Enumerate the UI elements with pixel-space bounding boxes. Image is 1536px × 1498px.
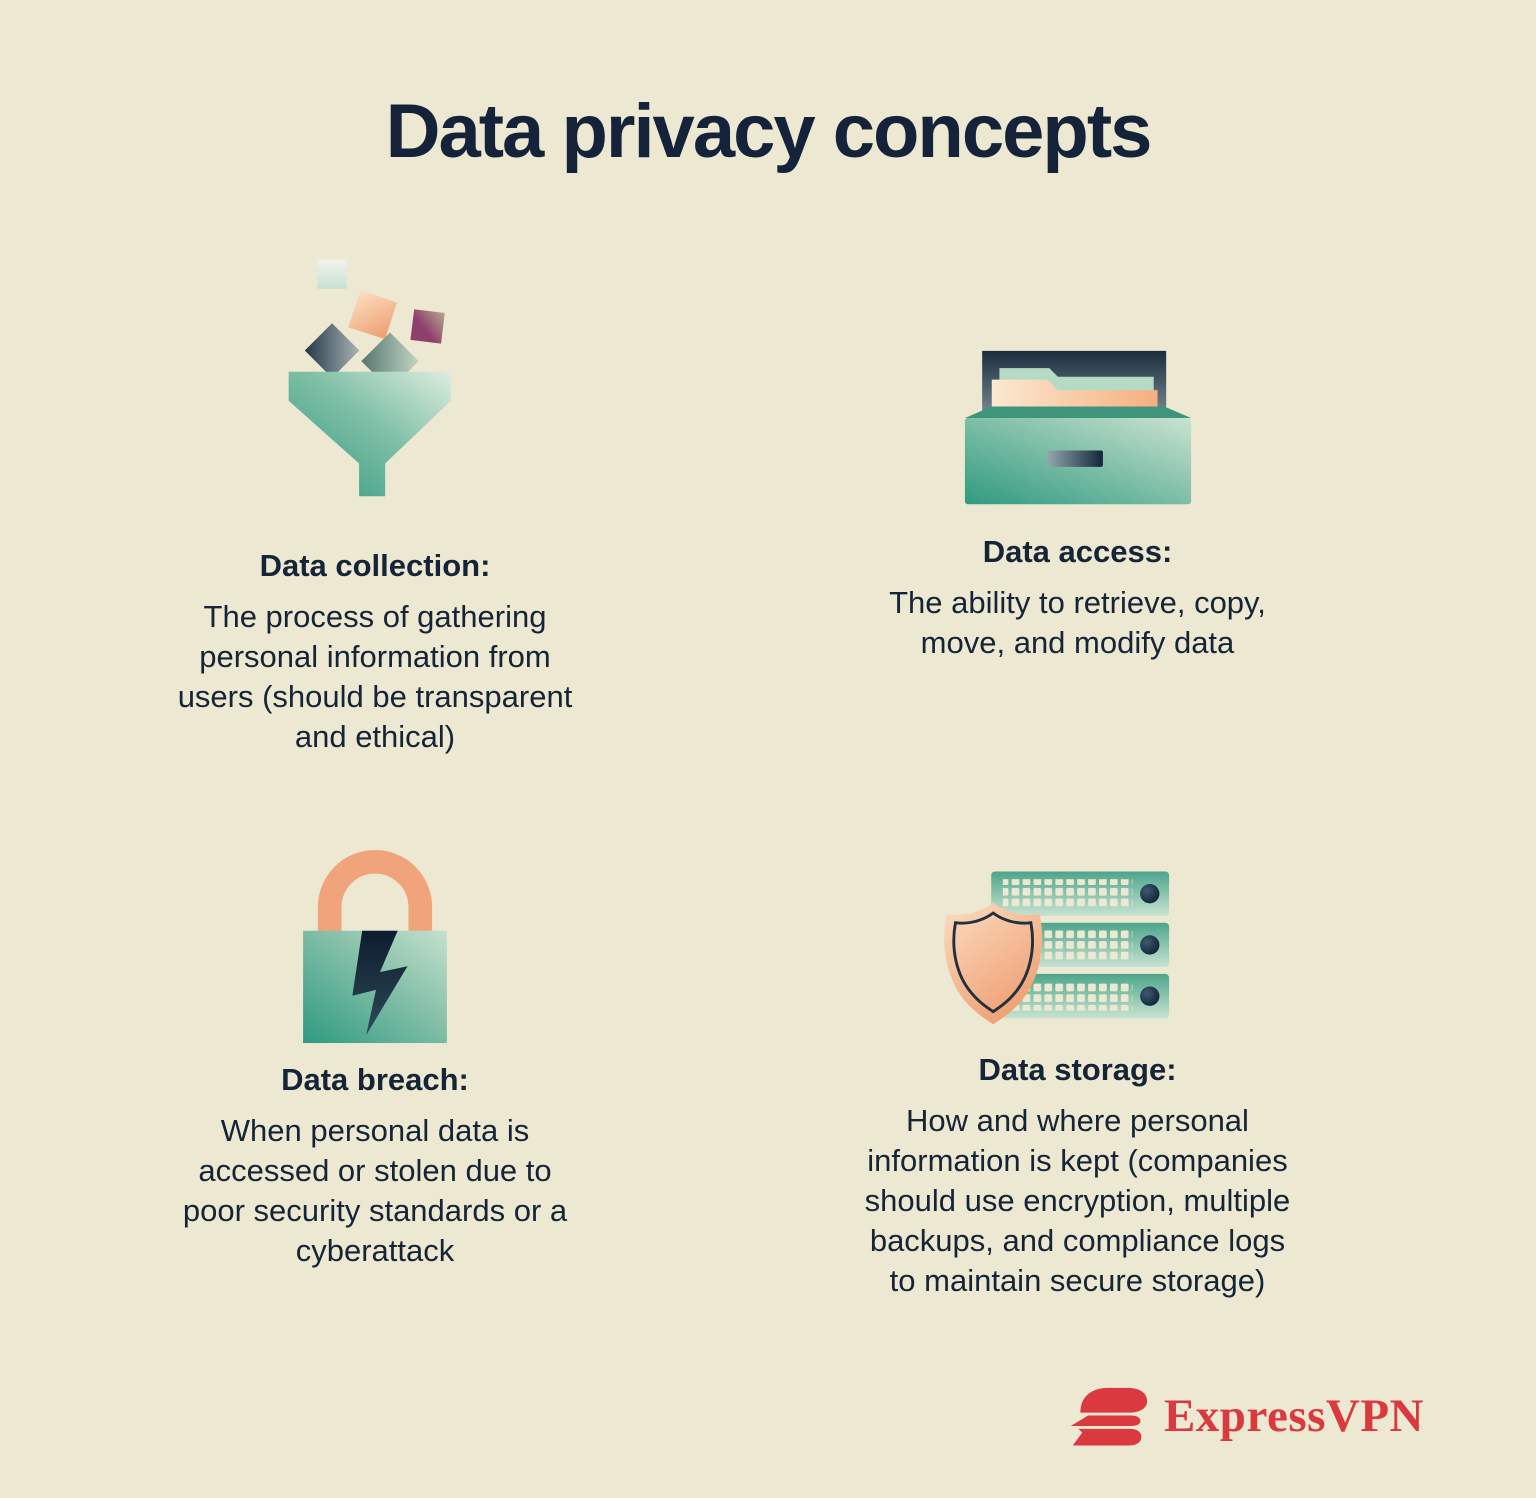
page-title: Data privacy concepts: [385, 89, 1153, 174]
concept-heading: Data breach:: [281, 1062, 469, 1097]
concept-data-collection: Data collection: The process of gatherin…: [85, 248, 665, 757]
brand-logo: ExpressVPN: [1067, 1383, 1424, 1448]
concept-data-access: Data access: The ability to retrieve, co…: [790, 248, 1365, 663]
file-drawer-icon: [964, 350, 1191, 505]
concept-description: How and where personal information is ke…: [864, 1103, 1291, 1298]
funnel-icon: [85, 248, 665, 538]
broken-padlock-icon: [303, 849, 447, 1044]
concept-description: When personal data is accessed or stolen…: [182, 1113, 568, 1268]
concept-heading: Data collection:: [259, 548, 491, 583]
funnel-icon: [288, 259, 451, 497]
file-drawer-icon: [790, 248, 1365, 524]
shield-servers-icon: [790, 838, 1365, 1042]
expressvpn-logo-icon: [1070, 1387, 1148, 1446]
concept-description: The process of gathering personal inform…: [177, 599, 573, 754]
concept-heading: Data storage:: [978, 1052, 1177, 1087]
concept-data-storage: Data storage: How and where personal inf…: [790, 838, 1365, 1301]
concept-data-breach: Data breach: When personal data is acces…: [85, 838, 665, 1271]
broken-padlock-icon: [85, 838, 665, 1052]
shield-servers-icon: [943, 871, 1169, 1025]
concept-description: The ability to retrieve, copy, move, and…: [889, 585, 1266, 660]
concept-heading: Data access:: [982, 534, 1173, 569]
brand-name: ExpressVPN: [1163, 1389, 1424, 1442]
